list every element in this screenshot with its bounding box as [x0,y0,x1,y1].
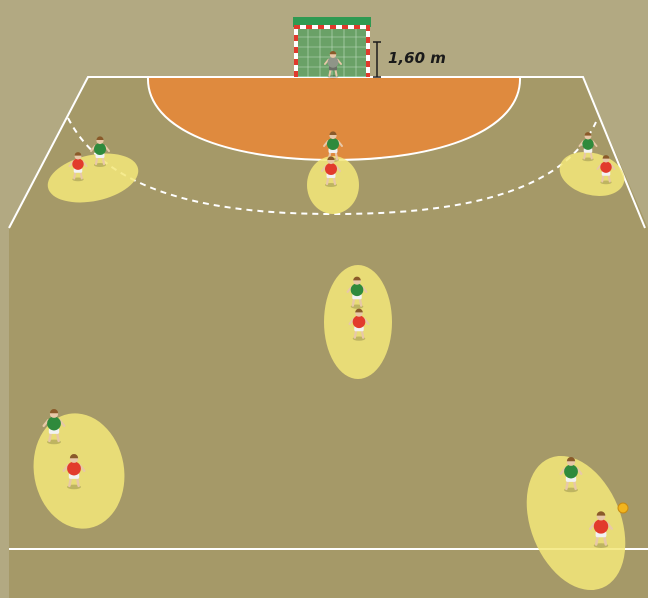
goal-height-label: 1,60 m [388,49,446,67]
ball [618,503,628,513]
